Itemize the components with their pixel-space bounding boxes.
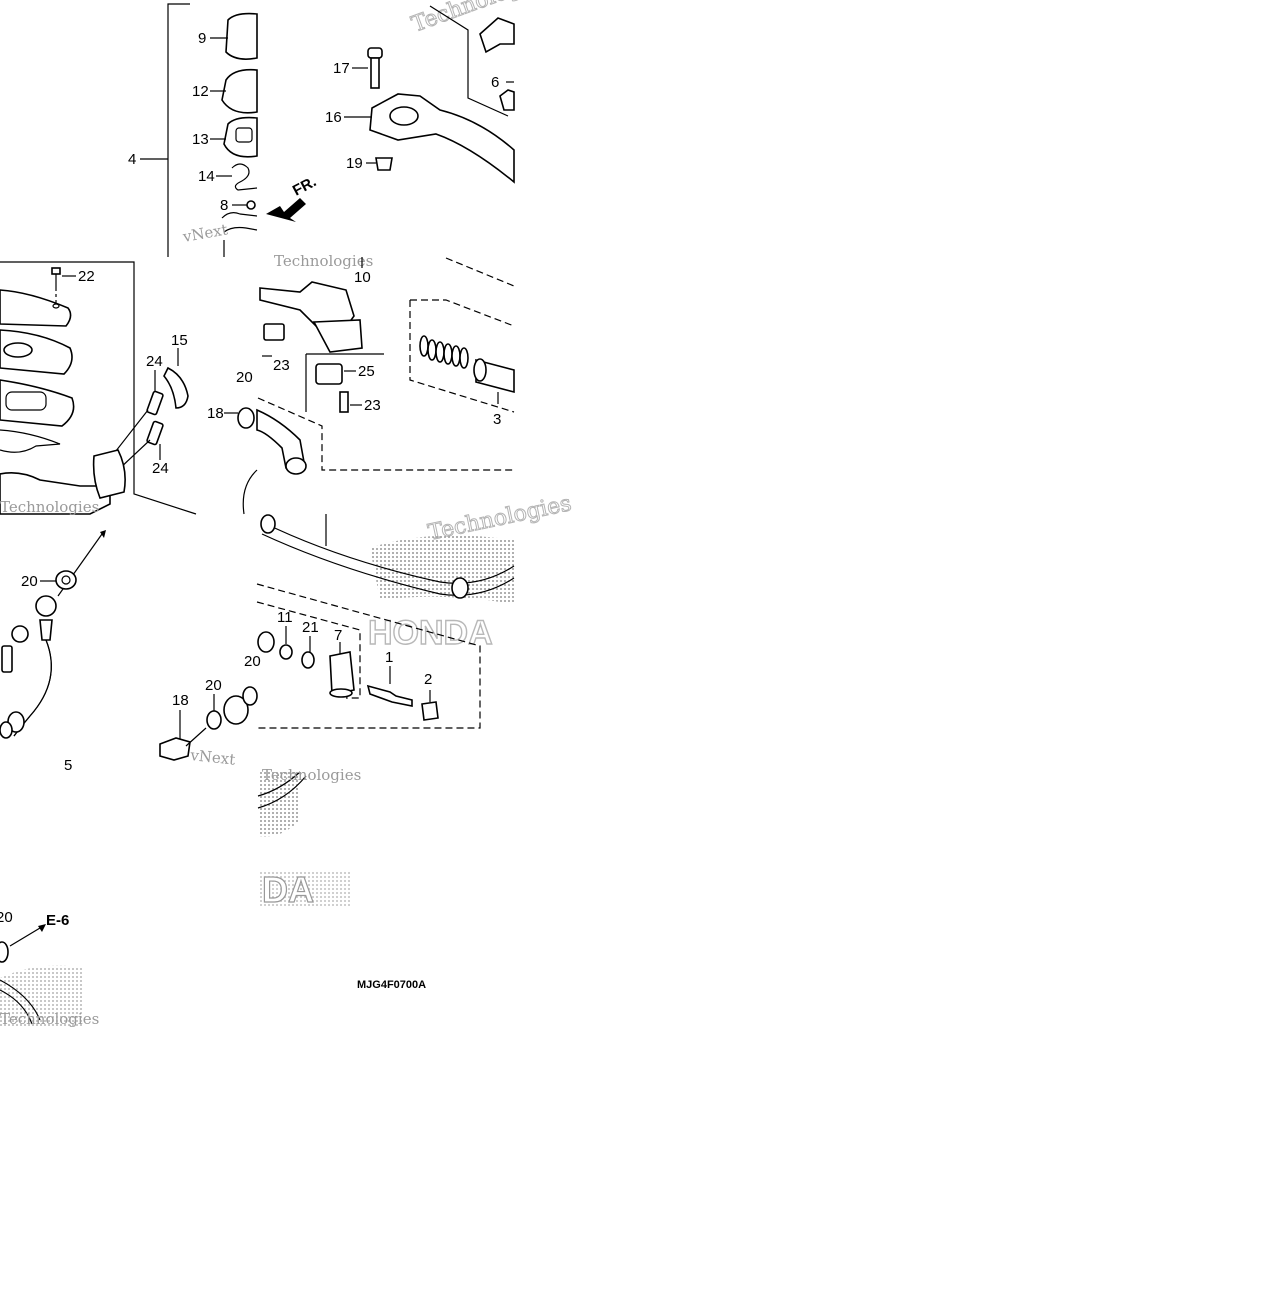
watermark-brand-fragment: DA bbox=[262, 869, 314, 910]
callout-18b: 18 bbox=[172, 692, 189, 709]
callout-2: 2 bbox=[424, 671, 432, 688]
hose-banjo-lower bbox=[223, 695, 249, 725]
callout-12: 12 bbox=[192, 83, 209, 100]
switch-screw-23b bbox=[339, 391, 349, 413]
set-plate-12 bbox=[221, 68, 258, 114]
circlip-21 bbox=[301, 651, 315, 669]
pivot-bolt-top bbox=[479, 17, 515, 54]
callout-5: 5 bbox=[64, 757, 72, 774]
callout-23a: 23 bbox=[273, 357, 290, 374]
tile-reference-arrow: 20 E-6 Technologies bbox=[0, 909, 99, 1028]
banjo-bolt-18a bbox=[237, 407, 255, 429]
callout-14: 14 bbox=[198, 168, 215, 185]
callout-3: 3 bbox=[493, 411, 501, 428]
holder-15 bbox=[163, 366, 189, 409]
master-cylinder-holder bbox=[92, 449, 126, 499]
banjo-bolt-18b bbox=[159, 737, 191, 761]
reference-e6: E-6 bbox=[46, 912, 69, 929]
watermark-technologies-d: Technologies bbox=[274, 252, 373, 270]
callout-7: 7 bbox=[334, 627, 342, 644]
callout-15: 15 bbox=[171, 332, 188, 349]
master-cylinder-body bbox=[0, 472, 111, 515]
watermark-vnext-a: vNext bbox=[181, 220, 229, 246]
bleeder-screw-1 bbox=[366, 684, 413, 707]
callout-1: 1 bbox=[385, 649, 393, 666]
holder-bolt-24b bbox=[146, 420, 164, 446]
tile-reservoir-cap: 4 9 12 13 14 8 vNext bbox=[128, 3, 258, 257]
switch-screw-23a bbox=[263, 323, 285, 341]
tile-master-cylinder: 22 15 24 24 Technologies bbox=[0, 261, 197, 516]
callout-20e: 20 bbox=[0, 909, 13, 926]
brake-lever-16 bbox=[369, 93, 515, 184]
diagram-code: MJG4F0700A bbox=[357, 979, 426, 991]
lever-pivot-19 bbox=[375, 157, 393, 171]
joint-bolt bbox=[257, 631, 275, 653]
watermark-brand-f: HONDA bbox=[368, 614, 493, 652]
joint-7 bbox=[329, 651, 355, 695]
pivot-bolt-17 bbox=[367, 47, 383, 59]
callout-20b: 20 bbox=[21, 573, 38, 590]
callout-4: 4 bbox=[128, 151, 136, 168]
callout-16: 16 bbox=[325, 109, 342, 126]
callout-24a: 24 bbox=[146, 353, 163, 370]
callout-20d: 20 bbox=[244, 653, 261, 670]
tile-brake-hose: 20 5 18 20 20 vNext bbox=[0, 530, 261, 774]
holder-bolt-24a bbox=[146, 390, 164, 416]
watermark-dot-field bbox=[370, 535, 514, 604]
pivot-nut-6 bbox=[499, 89, 515, 111]
front-direction-arrow bbox=[266, 198, 306, 222]
front-brake-switch-25 bbox=[315, 363, 343, 385]
callout-21: 21 bbox=[302, 619, 319, 636]
watermark-technologies-c: Technologies bbox=[0, 498, 99, 516]
o-ring-11 bbox=[279, 644, 293, 660]
watermark-vnext-e: vNext bbox=[189, 746, 237, 769]
callout-19: 19 bbox=[346, 155, 363, 172]
reservoir-cap bbox=[0, 289, 72, 327]
tile-watermark-fragment: Technologies DA bbox=[257, 766, 361, 911]
tile-brake-lever: Technologies 6 17 16 19 FR. bbox=[266, 0, 554, 222]
callout-22: 22 bbox=[78, 268, 95, 285]
set-plate bbox=[0, 329, 73, 375]
watermark-technologies-g: Technologies bbox=[262, 766, 361, 784]
callout-11: 11 bbox=[277, 609, 293, 626]
callout-18a: 18 bbox=[207, 405, 224, 422]
callout-6: 6 bbox=[491, 74, 499, 91]
callout-20c: 20 bbox=[205, 677, 222, 694]
float-14 bbox=[231, 163, 258, 191]
sealing-washer-20c bbox=[206, 710, 222, 730]
group-bracket bbox=[167, 3, 190, 257]
callout-24b: 24 bbox=[152, 460, 169, 477]
reservoir-cap-9 bbox=[225, 12, 258, 60]
front-direction-label: FR. bbox=[290, 173, 319, 199]
tile-switch-and-piston: Technologies 10 23 20 18 25 23 bbox=[207, 252, 515, 515]
callout-23b: 23 bbox=[364, 397, 381, 414]
watermark-technologies-f: Technologies bbox=[426, 491, 574, 546]
callout-17: 17 bbox=[333, 60, 350, 77]
piston-spring bbox=[419, 335, 469, 369]
callout-8: 8 bbox=[220, 197, 228, 214]
callout-9: 9 bbox=[198, 30, 206, 47]
callout-10: 10 bbox=[354, 269, 371, 286]
hose-banjo-upper bbox=[35, 595, 57, 617]
bleeder-cap-2 bbox=[421, 701, 439, 721]
sealing-washer-20b bbox=[55, 570, 77, 590]
callout-25: 25 bbox=[358, 363, 375, 380]
tile-hose-joint-kit: Technologies HONDA 11 21 7 1 2 bbox=[256, 491, 574, 729]
diaphragm bbox=[0, 379, 75, 427]
watermark-technologies-h: Technologies bbox=[0, 1010, 99, 1028]
callout-20a: 20 bbox=[236, 369, 253, 386]
callout-13: 13 bbox=[192, 131, 209, 148]
